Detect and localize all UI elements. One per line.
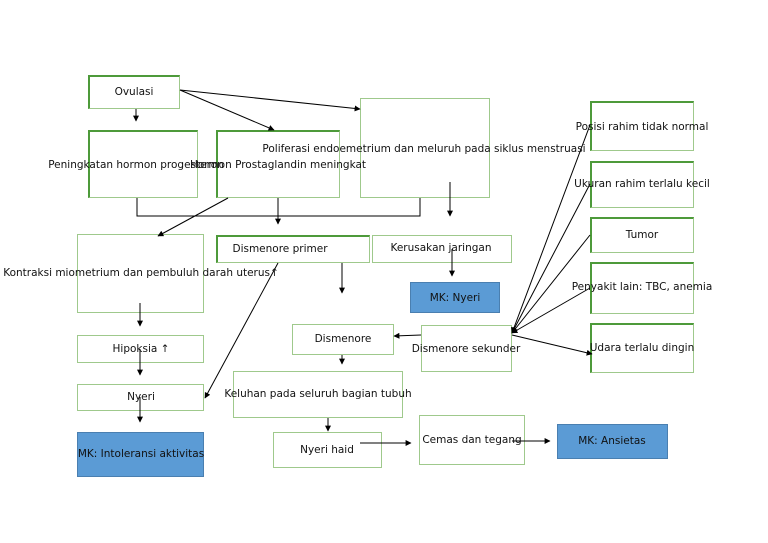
node-progesteron [88,130,198,198]
node-penyakit-lain [590,262,694,314]
node-nyeri-haid [273,432,382,468]
arrow-penyakit-sekunder [511,287,591,334]
node-udara-dingin [590,323,694,373]
node-tumor [590,217,694,253]
label-nyeri-haid: Nyeri haid [300,444,354,456]
node-dismenore-sekunder [421,325,512,372]
node-prostaglandin [216,130,340,198]
label-mk-ansietas: MK: Ansietas [578,435,646,447]
arrow-ovulasi-proliferasi [179,89,361,112]
label-mk-intoleransi: MK: Intoleransi aktivitas [77,448,205,460]
label-mk-nyeri: MK: Nyeri [429,292,481,304]
label-udara-dingin: Udara terlalu dingin [589,342,695,354]
arrow-primer-nyeri [204,262,279,399]
node-mk-intoleransi [77,432,204,477]
label-ovulasi: Ovulasi [114,86,154,98]
label-dismenore-primer: Dismenore primer [232,243,328,255]
label-prostaglandin: Hormon Prostaglandin meningkat [189,159,367,171]
arrow-posisi-sekunder [511,124,591,334]
node-kontraksi [77,234,204,313]
node-ukuran-rahim [590,161,694,208]
node-proliferasi [360,98,490,198]
label-tumor: Tumor [625,229,659,241]
label-keluhan: Keluhan pada seluruh bagian tubuh [224,388,412,400]
node-ovulasi [88,75,180,109]
arrow-tumor-sekunder [511,234,591,334]
node-dismenore-primer [216,235,370,263]
arrow-sekunder-udara [511,334,593,356]
node-kerusakan [372,235,512,263]
node-posisi-rahim [590,101,694,151]
label-dismenore: Dismenore [314,333,372,345]
label-kontraksi: Kontraksi miometrium dan pembuluh darah … [3,267,279,279]
arrow-prostaglandin-kontraksi [157,197,229,237]
node-mk-ansietas [557,424,668,459]
node-dismenore [292,324,394,355]
label-penyakit-lain: Penyakit lain: TBC, anemia [571,281,713,293]
node-keluhan [233,371,403,418]
label-cemas: Cemas dan tegang [422,434,522,446]
label-nyeri: Nyeri [127,391,155,403]
label-progesteron: Peningkatan hormon progesteron [48,159,224,171]
label-ukuran-rahim: Ukuran rahim terlalu kecil [574,178,710,190]
node-cemas [419,415,525,465]
label-kerusakan: Kerusakan jaringan [390,242,492,254]
arrow-sekunder-dismenore [393,332,422,339]
arrow-ovulasi-prostaglandin [179,89,275,131]
arrow-ukuran-sekunder [511,183,591,334]
label-dismenore-sekunder: Dismenore sekunder [411,343,521,355]
label-posisi-rahim: Posisi rahim tidak normal [575,121,709,133]
label-proliferasi: Poliferasi endoemetrium dan meluruh pada… [262,143,586,155]
node-mk-nyeri [410,282,500,313]
label-hipoksia: Hipoksia ↑ [112,343,170,355]
